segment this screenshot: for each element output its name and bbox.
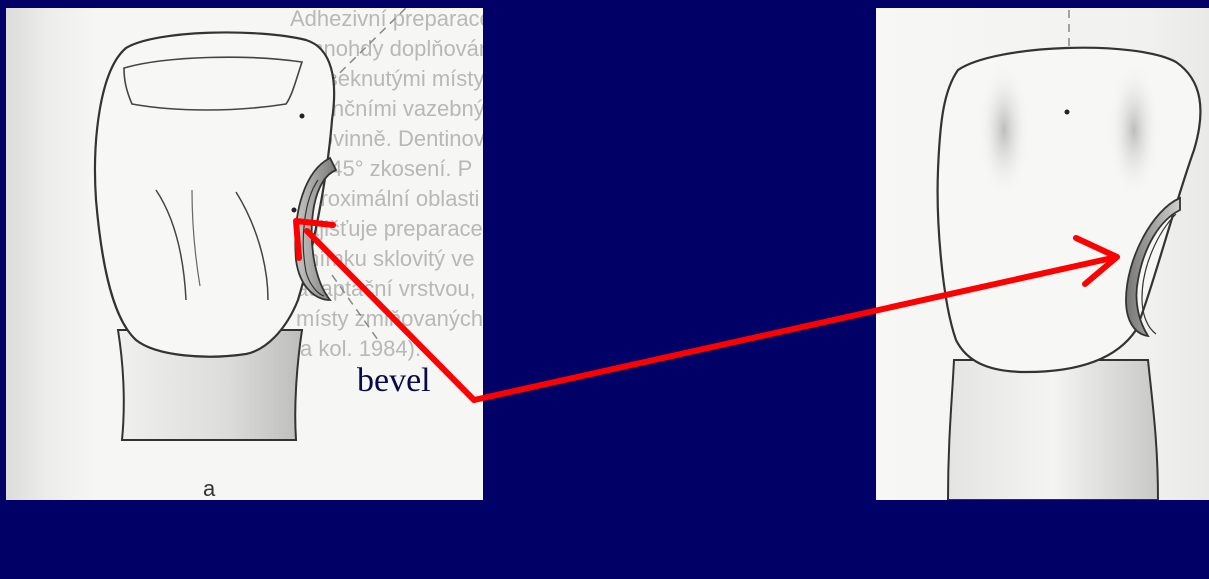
right-arrow-icon [474, 238, 1117, 400]
bevel-label: bevel [357, 362, 431, 400]
